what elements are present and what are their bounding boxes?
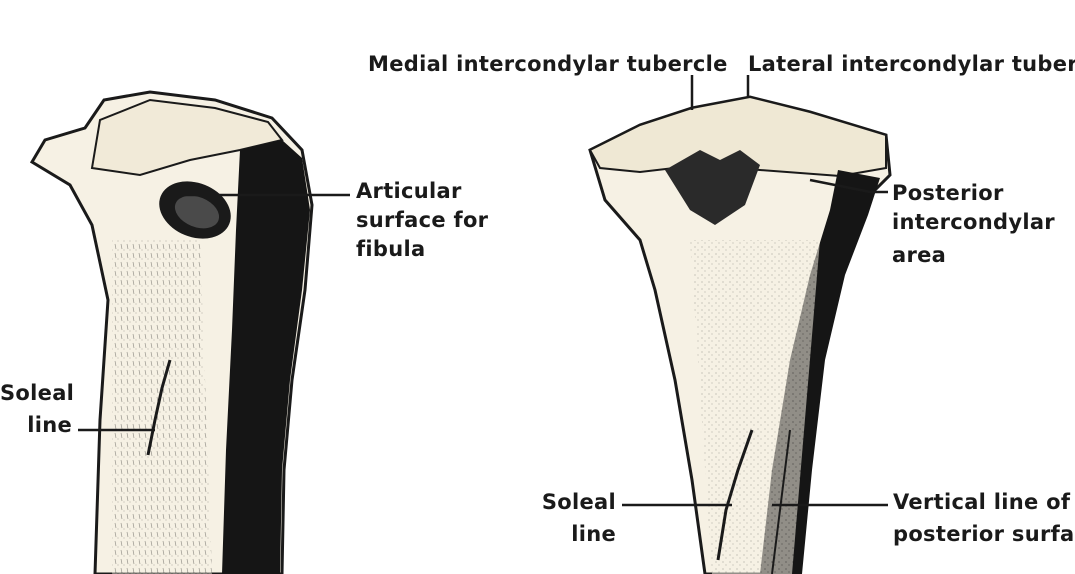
- label-posterior-line3: area: [892, 243, 946, 267]
- right-tibia: [590, 97, 890, 574]
- label-articular-line2: surface for: [356, 208, 488, 232]
- label-articular-line3: fibula: [356, 237, 426, 261]
- label-posterior-line1: Posterior: [892, 181, 1004, 205]
- label-vertical-line1: Vertical line of: [893, 490, 1070, 514]
- label-soleal-right-line1: Soleal: [520, 490, 616, 514]
- label-soleal-right-line2: line: [520, 522, 616, 546]
- label-soleal-left-line1: Soleal: [0, 381, 72, 405]
- label-soleal-left-line2: line: [0, 413, 72, 437]
- label-articular-line1: Articular: [356, 179, 462, 203]
- label-vertical-line2: posterior surfac: [893, 522, 1075, 546]
- left-tibia-texture: [112, 240, 212, 574]
- label-posterior-line2: intercondylar: [892, 210, 1055, 234]
- left-tibia: [32, 92, 312, 574]
- label-lateral-intercondylar-tubercle: Lateral intercondylar tubercl: [748, 52, 1075, 76]
- label-medial-intercondylar-tubercle: Medial intercondylar tubercle: [368, 52, 728, 76]
